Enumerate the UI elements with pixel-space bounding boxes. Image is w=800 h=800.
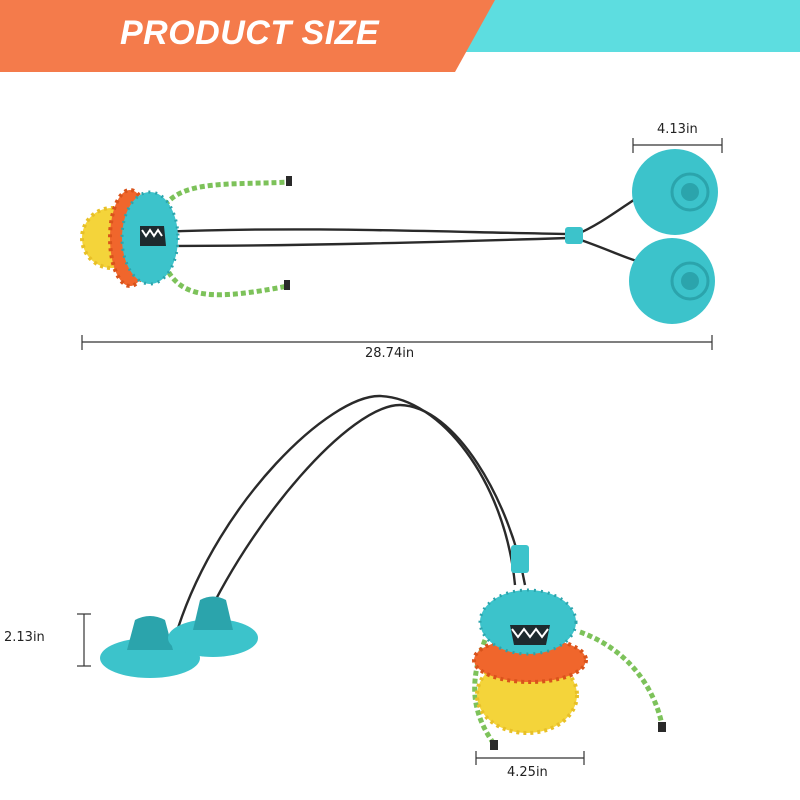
top-suction-cup-2-ring bbox=[670, 261, 710, 301]
product-size-banner: PRODUCT SIZE bbox=[0, 0, 800, 72]
top-ball-teeth bbox=[141, 228, 163, 238]
banner-title: PRODUCT SIZE bbox=[120, 14, 380, 52]
top-suction-cup-1-ring bbox=[670, 172, 710, 212]
bottom-suction-cup-2-top bbox=[193, 596, 233, 630]
top-rope-upper bbox=[163, 179, 291, 207]
top-cord-to-cup-lower bbox=[574, 236, 641, 264]
top-cord-upper bbox=[159, 228, 569, 236]
label-suction-cup-width: 4.13in bbox=[657, 122, 698, 137]
top-suction-cup-1 bbox=[632, 149, 718, 235]
bottom-ball-orange bbox=[472, 636, 588, 684]
top-cord-sleeve bbox=[565, 227, 583, 244]
bottom-cord-sleeve bbox=[511, 545, 529, 573]
dim-ball-width bbox=[475, 751, 585, 765]
bottom-cord-2 bbox=[198, 403, 527, 633]
bottom-ball-teeth bbox=[511, 627, 549, 639]
top-rope-lower bbox=[162, 263, 289, 298]
banner-orange-block bbox=[0, 0, 495, 72]
bottom-ball-mouth bbox=[510, 625, 550, 645]
top-suction-cup-1-center bbox=[681, 183, 699, 201]
dim-total-length bbox=[81, 335, 713, 350]
label-suction-cup-height: 2.13in bbox=[4, 630, 45, 645]
top-rope-tip-lower bbox=[284, 280, 290, 290]
bottom-rope-tip-right bbox=[658, 722, 666, 732]
top-toy bbox=[80, 149, 718, 324]
label-ball-width: 4.25in bbox=[507, 765, 548, 780]
bottom-rope-right bbox=[579, 629, 665, 726]
label-total-length: 28.74in bbox=[365, 346, 415, 361]
bottom-cord-1 bbox=[176, 394, 517, 629]
bottom-rope-tip-left bbox=[490, 740, 498, 750]
banner-teal-stripe bbox=[400, 0, 800, 52]
dim-suction-cup-width bbox=[632, 138, 723, 153]
bottom-ball-teal bbox=[478, 588, 578, 656]
bottom-suction-cup-1-top bbox=[127, 616, 173, 650]
top-rope-tip-upper bbox=[286, 176, 292, 186]
top-suction-cup-2-center bbox=[681, 272, 699, 290]
top-cord-to-cup-upper bbox=[574, 194, 641, 237]
dim-suction-cup-height bbox=[77, 613, 91, 667]
bottom-toy bbox=[100, 394, 666, 750]
top-cord-lower bbox=[159, 236, 569, 248]
bottom-suction-cup-2-base bbox=[168, 619, 258, 657]
banner-background bbox=[0, 0, 800, 72]
